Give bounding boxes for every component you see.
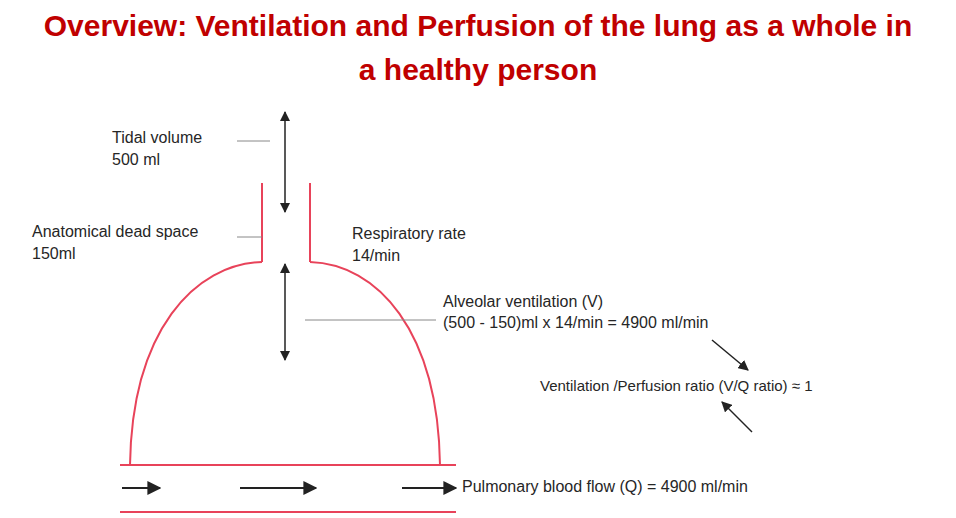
ratio-label: Ventilation /Perfusion ratio (V/Q ratio)… [540,375,813,397]
volume-arrow [284,264,286,360]
capillary-wall [120,511,456,513]
flow-arrow [122,487,160,489]
flow-arrow [240,487,316,489]
airway-wall [309,183,311,262]
leader-line [305,320,436,321]
rate-label: Respiratory rate 14/min [352,223,492,267]
leader-line [237,237,262,238]
alveolus-outline [130,262,262,465]
quantity-label: Alveolar ventilation (V) [443,291,603,313]
capillary-wall [120,464,456,466]
flow-arrow [402,487,456,489]
airway-wall [261,183,263,262]
dimension-label: Anatomical dead space 150ml [32,221,232,265]
volume-arrow [284,112,286,212]
pointer-arrow [722,402,752,432]
dimension-label: Tidal volume 500 ml [112,127,222,171]
formula-label: (500 - 150)ml x 14/min = 4900 ml/min [443,312,708,334]
slide-title: Overview: Ventilation and Perfusion of t… [40,4,916,92]
flow-label: Pulmonary blood flow (Q) = 4900 ml/min [462,476,748,498]
leader-line [237,141,270,142]
pointer-arrow [712,340,748,370]
alveolus-outline [310,262,440,465]
